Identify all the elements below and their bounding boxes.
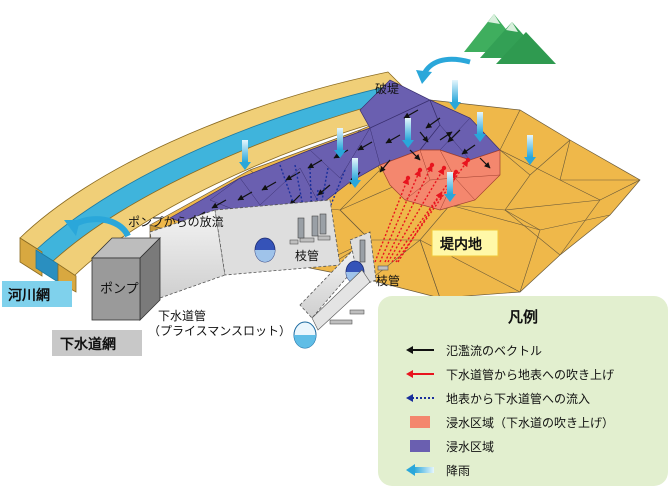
legend-label: 降雨 — [446, 463, 471, 478]
manholes — [297, 213, 366, 263]
legend-item: 降雨 — [404, 460, 470, 480]
blue-dotted-arrow-icon — [404, 388, 436, 408]
sewer-network-label: 下水道網 — [60, 337, 116, 353]
legend-item: 地表から下水道管への流入 — [404, 388, 590, 408]
legend-item: 浸水区域（下水道の吹き上げ） — [404, 412, 614, 432]
legend-item: 下水道管から地表への吹き上げ — [404, 364, 614, 384]
legend-item: 浸水区域 — [404, 436, 494, 456]
inland-label-bg — [431, 229, 499, 257]
spout-points — [405, 157, 471, 181]
salmon-square-icon — [404, 412, 436, 432]
red-arrow-icon — [404, 364, 436, 384]
rain-arrows — [239, 80, 536, 202]
mountain-icon — [464, 14, 556, 64]
legend-label: 地表から下水道管への流入 — [446, 391, 591, 406]
pump-house — [91, 237, 161, 321]
flood-area-sewer — [379, 149, 501, 211]
inland-label: 堤内地 — [440, 237, 482, 253]
priceman-slot-label: （プライスマンスロット） — [148, 324, 292, 338]
pump-discharge-label: ポンプからの放流 — [128, 215, 224, 229]
river-network-label: 河川網 — [8, 288, 50, 304]
runoff-arrow — [416, 56, 471, 84]
legend-label: 下水道管から地表への吹き上げ — [446, 367, 615, 382]
pump-discharge-arrow — [64, 216, 131, 238]
branch-pipe-stubs — [289, 235, 389, 325]
spout-vectors — [374, 159, 469, 263]
legend: 凡例 氾濫流のベクトル 下水道管から地表への吹き上げ 地表から下水道管への流入 … — [378, 296, 668, 486]
sewer-pipe-branch — [293, 231, 377, 349]
branch-pipe-label-1: 枝管 — [295, 249, 320, 263]
legend-label: 浸水区域（下水道の吹き上げ） — [446, 415, 615, 430]
legend-label: 浸水区域 — [446, 439, 495, 454]
sewer-pipe-main — [149, 199, 341, 299]
branch-pipe-label-2: 枝管 — [376, 274, 401, 288]
legend-label: 氾濫流のベクトル — [446, 343, 543, 358]
rain-arrow-icon — [404, 460, 436, 480]
purple-square-icon — [404, 436, 436, 456]
pump-label: ポンプ — [100, 282, 139, 297]
legend-item: 氾濫流のベクトル — [404, 340, 542, 360]
sewer-pipe-label: 下水道管 — [158, 309, 207, 323]
legend-title: 凡例 — [507, 308, 538, 326]
breach-label: 破堤 — [375, 82, 400, 96]
black-arrow-icon — [404, 340, 436, 360]
river-network-label-bg — [2, 281, 72, 307]
sewer-network-label-bg — [52, 330, 142, 356]
